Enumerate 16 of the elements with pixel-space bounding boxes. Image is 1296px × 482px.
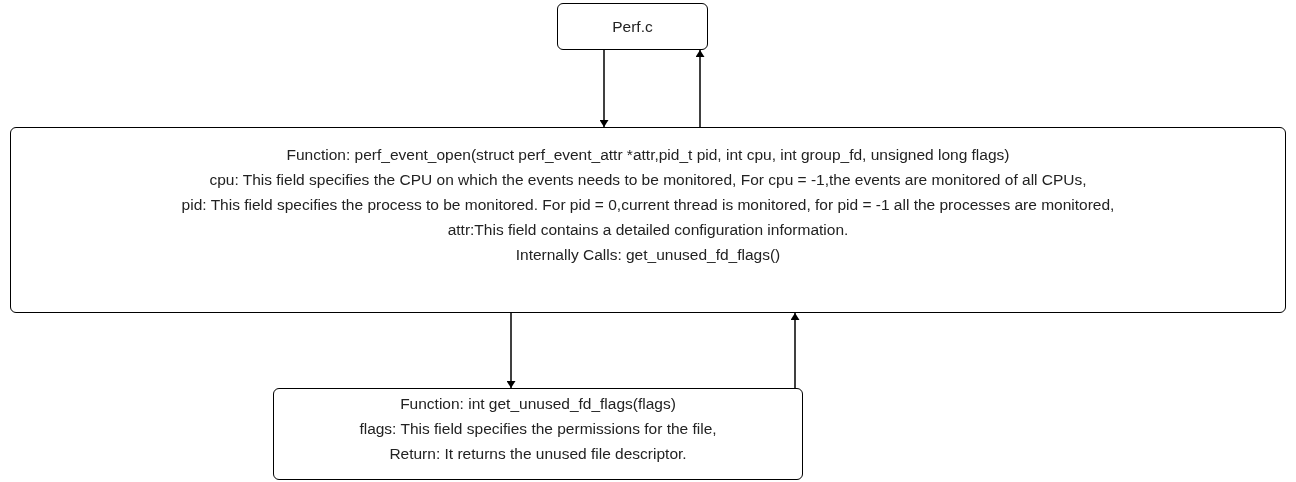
arrow bbox=[696, 49, 704, 128]
description-text: flags: This field specifies the permissions for the file, bbox=[359, 419, 717, 439]
process-box bbox=[273, 388, 803, 480]
description-text: Function: int get_unused_fd_flags(flags) bbox=[400, 394, 676, 414]
description-text: cpu: This field specifies the CPU on which the events needs to be monitored, For cpu = -1,the events are monitored of all CPUs, bbox=[209, 170, 1087, 190]
description-text: pid: This field specifies the process to be monitored. For pid = 0,current thread is monitored, for pid = -1 all the processes are monitored, bbox=[181, 195, 1115, 215]
process-box bbox=[557, 3, 708, 50]
arrow bbox=[600, 49, 608, 128]
description-text: Perf.c bbox=[612, 17, 653, 37]
description-text: Internally Calls: get_unused_fd_flags() bbox=[515, 245, 781, 265]
arrow bbox=[791, 312, 799, 389]
arrow bbox=[507, 312, 515, 389]
description-text: Function: perf_event_open(struct perf_event_attr *attr,pid_t pid, int cpu, int group_fd, unsigned long flags) bbox=[286, 145, 1010, 165]
description-text: attr:This field contains a detailed configuration information. bbox=[447, 220, 849, 240]
process-box bbox=[10, 127, 1286, 313]
description-text: Return: It returns the unused file descriptor. bbox=[389, 444, 687, 464]
